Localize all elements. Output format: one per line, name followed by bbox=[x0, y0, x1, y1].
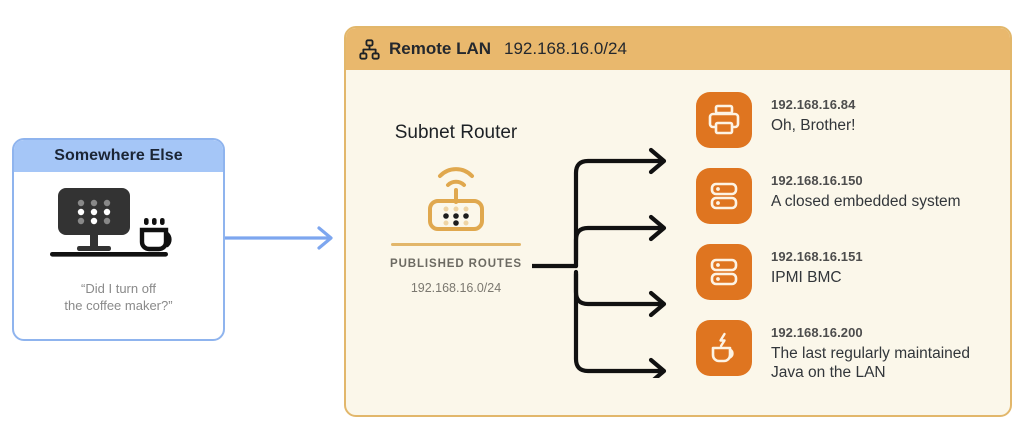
remote-lan-title: Remote LAN bbox=[389, 39, 492, 58]
device-ip: 192.168.16.151 bbox=[771, 249, 863, 264]
device-icon-tile bbox=[696, 92, 752, 148]
published-routes-label: PUBLISHED ROUTES bbox=[390, 258, 522, 270]
router-divider bbox=[391, 243, 521, 246]
server-icon bbox=[710, 182, 738, 210]
device-description: Oh, Brother! bbox=[771, 117, 856, 134]
somewhere-else-card: Somewhere Else bbox=[12, 138, 225, 341]
device-row: 192.168.16.200 The last regularly mainta… bbox=[696, 320, 970, 382]
device-description: A closed embedded system bbox=[771, 193, 961, 210]
server-icon bbox=[710, 258, 738, 286]
device-description: IPMI BMC bbox=[771, 269, 842, 286]
device-row: 192.168.16.84 Oh, Brother! bbox=[696, 92, 855, 148]
coffee-cup-java-icon bbox=[711, 332, 734, 363]
subnet-router-title: Subnet Router bbox=[394, 122, 518, 143]
device-icon-tile bbox=[696, 320, 752, 376]
somewhere-else-caption: “Did I turn off the coffee maker?” bbox=[64, 280, 172, 314]
somewhere-else-title: Somewhere Else bbox=[54, 147, 183, 164]
remote-lan-header: Remote LAN 192.168.16.0/24 bbox=[346, 28, 1010, 70]
device-row: 192.168.16.150 A closed embedded system bbox=[696, 168, 961, 224]
somewhere-else-card-header: Somewhere Else bbox=[14, 140, 223, 172]
device-icon-tile bbox=[696, 244, 752, 300]
remote-lan-cidr: 192.168.16.0/24 bbox=[504, 39, 627, 58]
device-row: 192.168.16.151 IPMI BMC bbox=[696, 244, 863, 300]
device-icon-tile bbox=[696, 168, 752, 224]
subnet-router-block: Subnet Router bbox=[356, 122, 556, 295]
wifi-router-icon bbox=[428, 167, 484, 231]
somewhere-else-card-body: “Did I turn off the coffee maker?” bbox=[14, 172, 223, 339]
device-text: 192.168.16.200 The last regularly mainta… bbox=[771, 320, 970, 382]
branching-arrows-icon bbox=[532, 147, 667, 378]
device-text: 192.168.16.84 Oh, Brother! bbox=[771, 92, 855, 135]
device-description: The last regularly maintained Java on th… bbox=[771, 345, 971, 381]
printer-icon bbox=[708, 104, 740, 135]
caption-line-2: the coffee maker?” bbox=[64, 298, 173, 313]
desktop-monitor-and-coffee-cup-icon bbox=[49, 188, 172, 257]
published-routes-value: 192.168.16.0/24 bbox=[410, 281, 502, 295]
sitemap-network-icon bbox=[359, 38, 380, 60]
remote-lan-panel: Remote LAN 192.168.16.0/24 Subnet Router bbox=[344, 26, 1012, 417]
caption-line-1: “Did I turn off bbox=[81, 281, 156, 296]
device-ip: 192.168.16.200 bbox=[771, 325, 863, 340]
device-ip: 192.168.16.150 bbox=[771, 173, 863, 188]
blue-right-arrow-icon bbox=[225, 226, 333, 250]
device-ip: 192.168.16.84 bbox=[771, 97, 856, 112]
device-text: 192.168.16.151 IPMI BMC bbox=[771, 244, 863, 287]
device-text: 192.168.16.150 A closed embedded system bbox=[771, 168, 961, 211]
